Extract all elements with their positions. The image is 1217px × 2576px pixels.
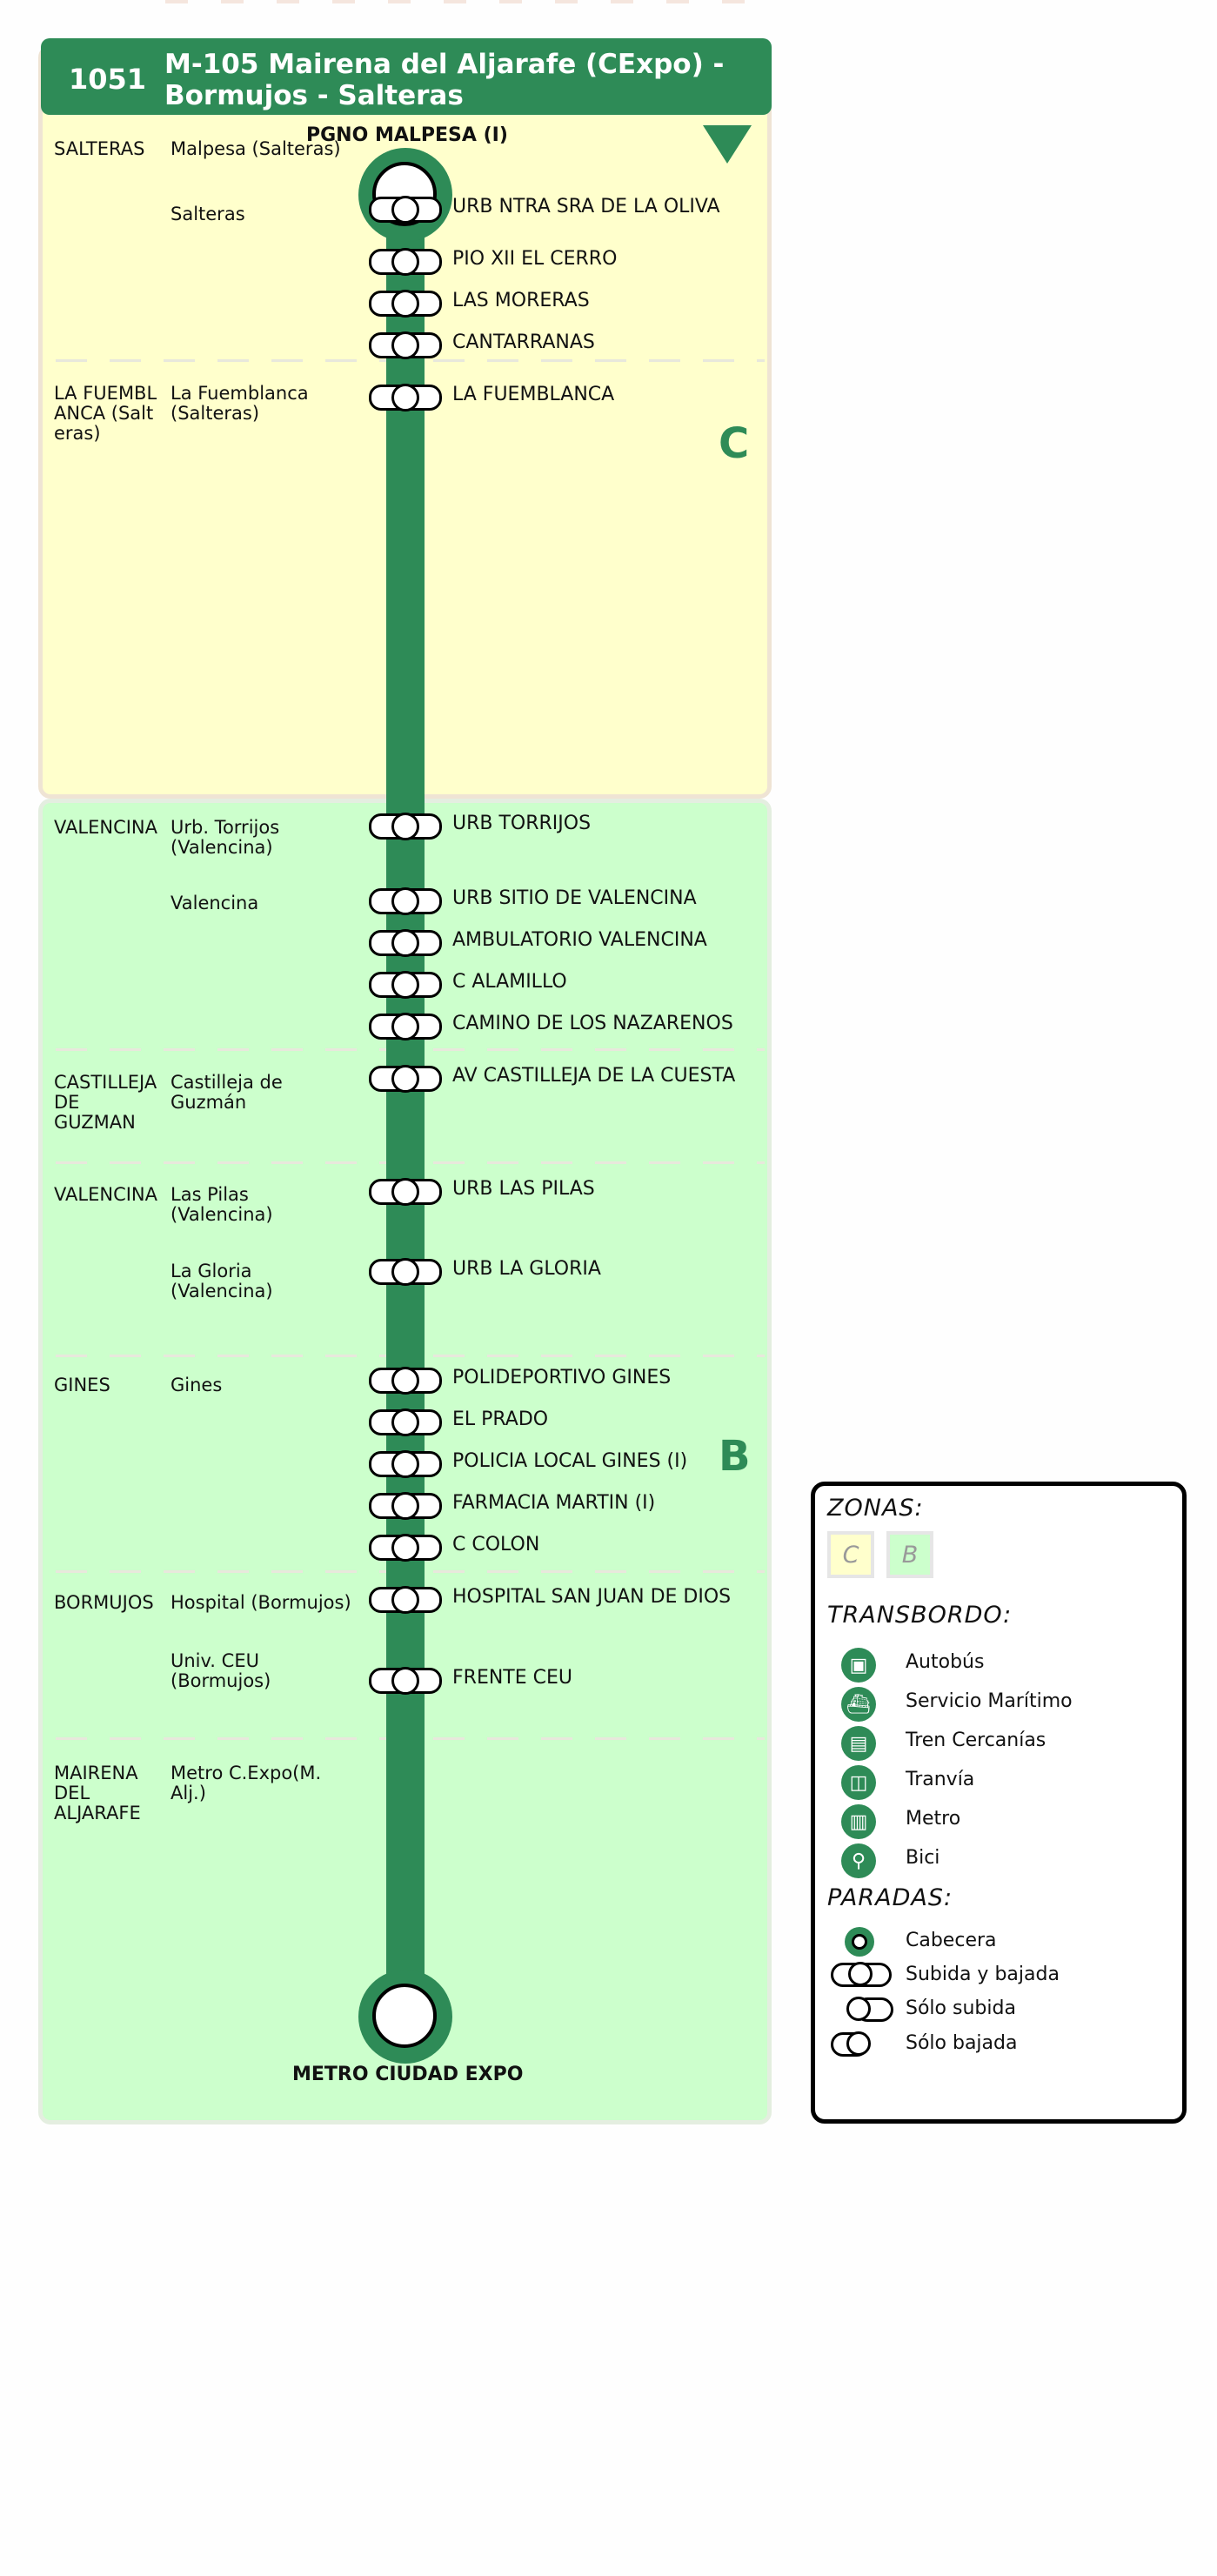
line-code: 1051 xyxy=(69,63,147,96)
municipality-label: SALTERAS xyxy=(54,138,145,159)
stop-name: FRENTE CEU xyxy=(452,1667,572,1689)
municipality-label: VALENCINA xyxy=(54,1184,157,1205)
stop-name: URB NTRA SRA DE LA OLIVA xyxy=(452,196,720,217)
legend-zone-b-swatch: B xyxy=(886,1531,933,1578)
route-title: M-105 Mairena del Aljarafe (CExpo) - Bor… xyxy=(164,49,725,111)
legend-zone-c-swatch: C xyxy=(827,1531,874,1578)
stop-marker-icon xyxy=(369,1367,442,1395)
stop-name: URB LA GLORIA xyxy=(452,1258,601,1280)
zone-b-label: B xyxy=(719,1432,751,1481)
stop-marker-icon xyxy=(369,196,442,224)
stop-name: AMBULATORIO VALENCINA xyxy=(452,929,707,951)
municipality-label: MAIRENA DEL ALJARAFE xyxy=(54,1763,141,1823)
locality-label: Salteras xyxy=(171,204,245,224)
transfer-label: Tren Cercanías xyxy=(906,1730,1046,1751)
locality-label: Castilleja de Guzmán xyxy=(171,1072,283,1113)
locality-label: La Fuemblanca (Salteras) xyxy=(171,383,309,424)
stop-marker-icon xyxy=(369,1534,442,1562)
transfer-label: Bici xyxy=(906,1847,940,1869)
municipality-label: CASTILLEJA DE GUZMAN xyxy=(54,1072,157,1133)
stop-marker-icon xyxy=(369,887,442,915)
legend-stop-type-label: Subida y bajada xyxy=(906,1964,1060,1985)
legend-cabecera-icon xyxy=(845,1927,874,1957)
legend-transfer-title: TRANSBORDO: xyxy=(827,1602,1013,1629)
municipality-label: VALENCINA xyxy=(54,817,157,838)
stop-name: HOSPITAL SAN JUAN DE DIOS xyxy=(452,1586,732,1608)
locality-label: Malpesa (Salteras) xyxy=(171,138,341,159)
legend-solo-bajada-icon xyxy=(831,2031,883,2058)
locality-label: Gines xyxy=(171,1375,223,1395)
stop-marker-icon xyxy=(369,971,442,999)
stop-name: EL PRADO xyxy=(452,1408,549,1430)
stop-marker-icon xyxy=(369,1450,442,1478)
direction-arrow-icon xyxy=(703,125,752,164)
municipality-label: GINES xyxy=(54,1375,110,1395)
legend-subida-bajada-icon xyxy=(831,1962,904,1989)
stop-marker-icon xyxy=(369,929,442,957)
stop-name: FARMACIA MARTIN (I) xyxy=(452,1492,656,1514)
stop-marker-icon xyxy=(369,1408,442,1436)
legend-stops-title: PARADAS: xyxy=(827,1884,953,1911)
stop-name: URB LAS PILAS xyxy=(452,1178,595,1200)
legend-stop-type-label: Sólo bajada xyxy=(906,2032,1018,2054)
locality-label: Las Pilas (Valencina) xyxy=(171,1184,273,1225)
legend-zones-title: ZONAS: xyxy=(827,1495,924,1522)
stop-name: LA FUEMBLANCA xyxy=(452,384,615,405)
stop-marker-icon xyxy=(369,1492,442,1520)
stop-name: URB SITIO DE VALENCINA xyxy=(452,887,697,909)
stop-marker-icon xyxy=(369,1586,442,1614)
stop-name: POLIDEPORTIVO GINES xyxy=(452,1367,672,1388)
stop-marker-icon xyxy=(369,1013,442,1040)
stop-marker-icon xyxy=(369,331,442,359)
stop-marker-icon xyxy=(369,290,442,318)
stop-name: POLICIA LOCAL GINES (I) xyxy=(452,1450,688,1472)
transfer-label: Servicio Marítimo xyxy=(906,1690,1073,1712)
stop-name: CAMINO DE LOS NAZARENOS xyxy=(452,1013,733,1034)
bike-icon: ⚲ xyxy=(841,1843,876,1878)
end-terminal-icon xyxy=(358,1970,452,2064)
bus-icon: ▣ xyxy=(841,1648,876,1683)
municipality-label: BORMUJOS xyxy=(54,1592,154,1613)
stop-marker-icon xyxy=(369,1258,442,1286)
legend-solo-subida-icon xyxy=(846,1997,899,2024)
locality-label: Metro C.Expo(M. Alj.) xyxy=(171,1763,322,1803)
start-terminal-label: PGNO MALPESA (I) xyxy=(306,124,508,146)
metro-icon: ▥ xyxy=(841,1804,876,1839)
transfer-label: Autobús xyxy=(906,1651,985,1673)
top-dashes xyxy=(165,0,774,3)
route-line xyxy=(386,217,425,1992)
stop-name: C ALAMILLO xyxy=(452,971,567,993)
stop-marker-icon xyxy=(369,813,442,840)
zone-c-label: C xyxy=(719,419,750,468)
legend-stop-type-label: Cabecera xyxy=(906,1930,997,1951)
locality-label: La Gloria (Valencina) xyxy=(171,1261,273,1301)
stop-marker-icon xyxy=(369,1065,442,1093)
stop-marker-icon xyxy=(369,248,442,276)
stop-name: C COLON xyxy=(452,1534,540,1556)
legend-stop-type-label: Sólo subida xyxy=(906,1997,1016,2019)
train-icon: ▤ xyxy=(841,1726,876,1761)
stop-marker-icon xyxy=(369,384,442,411)
start-terminal-icon xyxy=(358,148,452,242)
locality-label: Urb. Torrijos (Valencina) xyxy=(171,817,280,858)
tram-icon: ◫ xyxy=(841,1765,876,1800)
transfer-label: Metro xyxy=(906,1808,961,1830)
legend-panel: ZONAS: C B TRANSBORDO: ▣ Autobús ⛴ Servicio… xyxy=(811,1482,1187,2124)
municipality-label: LA FUEMBLANCA (Salteras) xyxy=(54,383,157,444)
stop-marker-icon xyxy=(369,1667,442,1695)
stop-name: CANTARRANAS xyxy=(452,331,595,353)
stop-marker-icon xyxy=(369,1178,442,1206)
end-terminal-label: METRO CIUDAD EXPO xyxy=(292,2064,524,2085)
stop-name: URB TORRIJOS xyxy=(452,813,592,834)
stop-name: AV CASTILLEJA DE LA CUESTA xyxy=(452,1065,736,1087)
locality-label: Univ. CEU (Bormujos) xyxy=(171,1650,271,1691)
stop-name: PIO XII EL CERRO xyxy=(452,248,618,270)
stop-name: LAS MORERAS xyxy=(452,290,590,311)
transfer-label: Tranvía xyxy=(906,1769,975,1790)
locality-label: Hospital (Bormujos) xyxy=(171,1592,351,1613)
route-header: 1051 M-105 Mairena del Aljarafe (CExpo) … xyxy=(41,38,772,115)
locality-label: Valencina xyxy=(171,893,259,913)
ferry-icon: ⛴ xyxy=(841,1687,876,1722)
